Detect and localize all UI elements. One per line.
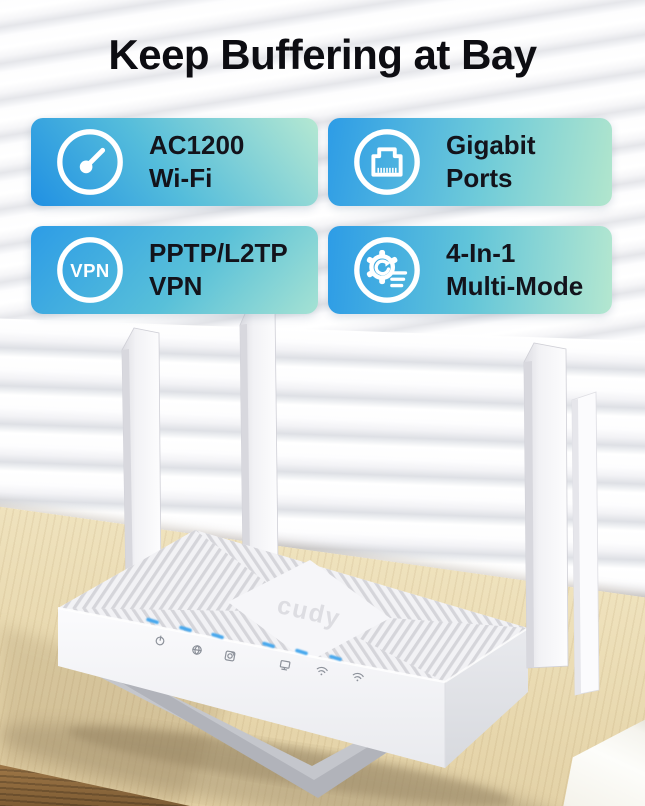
- wifi-24g-icon: [316, 666, 328, 676]
- speedometer-icon: [53, 125, 127, 199]
- router-antenna-right-1: [523, 342, 569, 669]
- feature-line: Gigabit: [446, 130, 536, 160]
- router-front-indicators: [155, 635, 364, 682]
- feature-text: PPTP/L2TP VPN: [149, 237, 288, 303]
- vpn-icon-label: VPN: [70, 260, 110, 281]
- router-antenna-right-2: [571, 391, 600, 696]
- feature-text: 4-In-1 Multi-Mode: [446, 237, 583, 303]
- feature-card-ports: Gigabit Ports: [328, 118, 612, 206]
- lan-icon: [279, 660, 291, 671]
- feature-line: 4-In-1: [446, 238, 516, 268]
- feature-line: Multi-Mode: [446, 271, 584, 301]
- feature-line: PPTP/L2TP: [149, 238, 288, 268]
- router-right-face: [445, 628, 528, 768]
- router-front-face: [58, 608, 445, 768]
- feature-line: VPN: [149, 271, 203, 301]
- page-title: Keep Buffering at Bay: [108, 31, 537, 78]
- feature-text: Gigabit Ports: [446, 129, 536, 195]
- feature-card-vpn: VPN PPTP/L2TP VPN: [31, 226, 318, 314]
- internet-icon: [192, 645, 202, 655]
- feature-line: Ports: [446, 163, 513, 193]
- wifi-5g-icon: [352, 672, 364, 682]
- feature-line: AC1200: [149, 130, 245, 160]
- multimode-gear-icon: [350, 233, 424, 307]
- router-base-lower: [110, 668, 448, 798]
- feature-text: AC1200 Wi-Fi: [149, 129, 244, 195]
- router-body: cudy: [57, 530, 529, 798]
- ethernet-port-icon: [350, 125, 424, 199]
- router-logo-plate: [228, 560, 390, 662]
- router-antenna-left-1: [121, 327, 162, 588]
- router-top-face: cudy: [57, 530, 529, 684]
- router-led-lights: [146, 617, 342, 662]
- feature-grid: AC1200 Wi-Fi Gigabit Po: [31, 118, 612, 314]
- feature-line: Wi-Fi: [149, 163, 213, 193]
- feature-card-wifi: AC1200 Wi-Fi: [31, 118, 318, 206]
- feature-card-multimode: 4-In-1 Multi-Mode: [328, 226, 612, 314]
- wan-icon: [224, 650, 236, 662]
- router-antenna-left-2: [239, 304, 279, 566]
- power-icon: [155, 635, 165, 646]
- vpn-badge-icon: VPN: [53, 233, 127, 307]
